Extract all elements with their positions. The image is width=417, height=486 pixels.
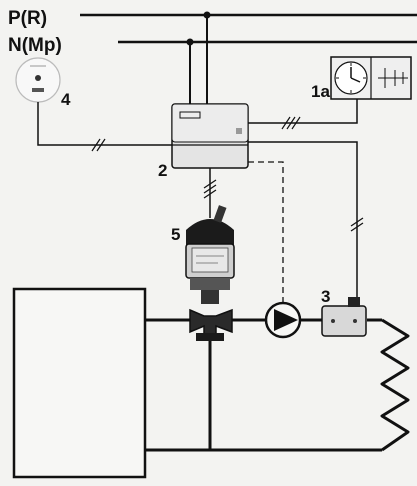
actuator-display [191, 247, 229, 273]
controller-unit: 2 [158, 103, 249, 180]
thermostat-gland [348, 297, 360, 307]
actuator-stem [201, 290, 219, 304]
heat-exchanger-coil [380, 318, 410, 452]
time-switch-wire-ticks [281, 116, 301, 130]
controller-nameplate [179, 111, 201, 119]
actuator-cable [203, 168, 217, 218]
boiler-box [12, 287, 147, 479]
pump-control-line [248, 161, 284, 304]
room-sensor-number: 4 [61, 90, 71, 109]
thermostat-wire [248, 141, 364, 297]
valve-actuator: 5 [171, 205, 235, 304]
clock-ticks [336, 63, 366, 93]
three-way-valve [189, 308, 233, 341]
neutral-label: N(Mp) [8, 35, 62, 56]
sensor-slot [32, 88, 44, 92]
thermostat-number: 3 [321, 287, 330, 306]
thermostat-body [321, 305, 367, 337]
phase-label: P(R) [8, 8, 47, 29]
supply-lines: P(R) N(Mp) [8, 8, 417, 105]
actuator-top [186, 219, 234, 245]
controller-cover [171, 103, 249, 143]
contact-thermostat: 3 [321, 287, 367, 337]
time-switch-number: 1a [311, 82, 330, 101]
sensor-dial [35, 75, 41, 81]
sensor-wire-ticks [91, 138, 106, 152]
actuator-connector [213, 205, 227, 223]
valve-flange [196, 333, 224, 341]
valve-actuator-number: 5 [171, 225, 180, 244]
pump [264, 301, 302, 339]
sensor-wire [37, 102, 172, 146]
controller-knob [236, 128, 242, 134]
time-switch-wire [248, 99, 358, 124]
time-switch: 1a [248, 56, 412, 130]
program-scale [378, 68, 408, 88]
actuator-base [190, 278, 230, 290]
controller-number: 2 [158, 161, 167, 180]
pipework [145, 318, 382, 452]
pump-arrow [274, 309, 298, 331]
room-sensor: 4 [15, 57, 172, 152]
